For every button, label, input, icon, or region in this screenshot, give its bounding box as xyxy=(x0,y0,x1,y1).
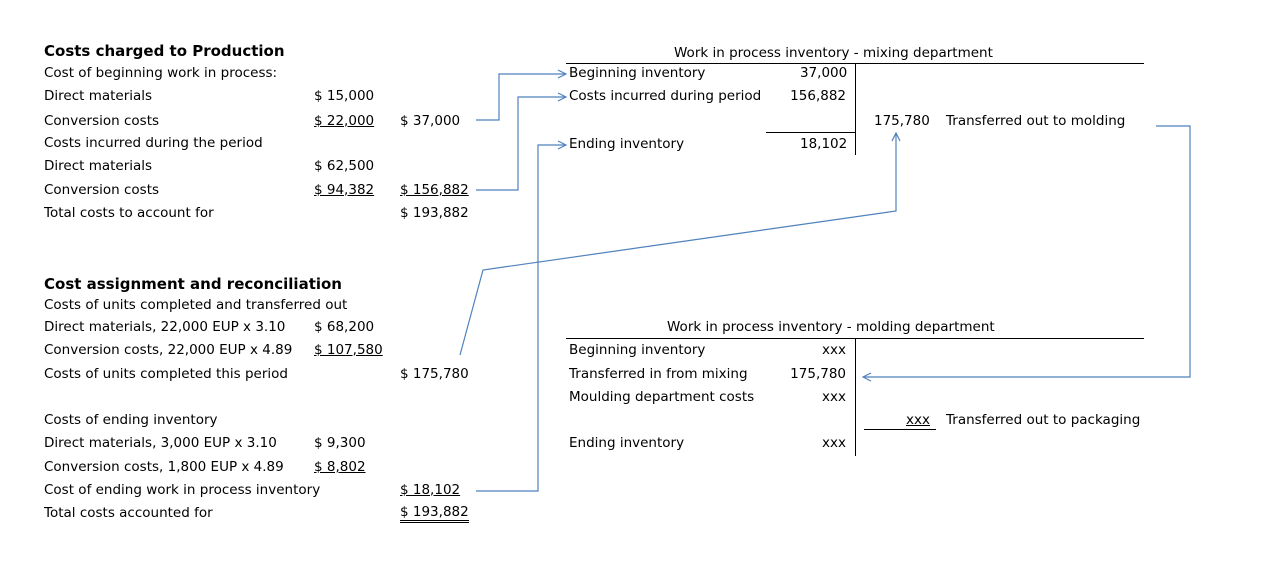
ending-dm-label: Direct materials, 3,000 EUP x 3.10 xyxy=(44,435,277,451)
ending-dm-value: $ 9,300 xyxy=(314,435,366,451)
mixing-debit-total-rule xyxy=(766,132,855,133)
dm2-label: Direct materials xyxy=(44,158,153,174)
molding-beginning-value: xxx xyxy=(822,342,846,358)
arrow-ending-inventory xyxy=(476,145,566,492)
completed-header: Costs of units completed and transferred… xyxy=(44,297,348,313)
accounted-total-label: Total costs accounted for xyxy=(44,505,213,521)
molding-out-value: xxx xyxy=(906,412,930,428)
cc-value: $ 22,000 xyxy=(314,113,375,129)
completed-label: Costs of units completed this period xyxy=(44,366,288,382)
cc-label: Conversion costs xyxy=(44,113,160,129)
mixing-beginning-value: 37,000 xyxy=(800,65,848,81)
molding-out-rule xyxy=(864,429,936,430)
mixing-title: Work in process inventory - mixing depar… xyxy=(674,45,993,61)
completed-cc-value: $ 107,580 xyxy=(314,342,383,358)
completed-value: $ 175,780 xyxy=(400,366,469,382)
mixing-beginning-label: Beginning inventory xyxy=(569,65,706,81)
molding-dept-costs-label: Moulding department costs xyxy=(569,389,755,405)
cc2-label: Conversion costs xyxy=(44,182,160,198)
ending-cc-label: Conversion costs, 1,800 EUP x 4.89 xyxy=(44,459,284,475)
arrow-costs-incurred xyxy=(476,97,566,191)
accounted-total-value: $ 193,882 xyxy=(400,504,469,523)
total-label: Total costs to account for xyxy=(44,205,214,221)
mixing-ending-value: 18,102 xyxy=(800,136,848,152)
ending-label: Cost of ending work in process inventory xyxy=(44,482,321,498)
mixing-center-rule xyxy=(855,63,856,155)
completed-cc-label: Conversion costs, 22,000 EUP x 4.89 xyxy=(44,342,293,358)
incurred-header: Costs incurred during the period xyxy=(44,135,263,151)
molding-title: Work in process inventory - molding depa… xyxy=(667,319,995,335)
dm-label: Direct materials xyxy=(44,88,153,104)
ending-cc-value: $ 8,802 xyxy=(314,459,366,475)
section-title: Cost assignment and reconciliation xyxy=(44,275,342,293)
total-value: $ 193,882 xyxy=(400,205,469,221)
completed-dm-value: $ 68,200 xyxy=(314,319,375,335)
cc2-value: $ 94,382 xyxy=(314,182,375,198)
molding-dept-costs-value: xxx xyxy=(822,389,846,405)
beginning-wip-header: Cost of beginning work in process: xyxy=(44,65,278,81)
molding-center-rule xyxy=(855,338,856,456)
incurred-total: $ 156,882 xyxy=(400,182,469,198)
arrow-transferred-out xyxy=(459,133,896,356)
molding-transferred-in-value: 175,780 xyxy=(790,366,846,382)
completed-dm-label: Direct materials, 22,000 EUP x 3.10 xyxy=(44,319,286,335)
ending-header: Costs of ending inventory xyxy=(44,412,218,428)
molding-ending-label: Ending inventory xyxy=(569,435,685,451)
mixing-incurred-label: Costs incurred during period xyxy=(569,88,762,104)
mixing-transferred-label: Transferred out to molding xyxy=(946,113,1126,129)
molding-transferred-in-label: Transferred in from mixing xyxy=(569,366,748,382)
molding-ending-value: xxx xyxy=(822,435,846,451)
molding-out-label: Transferred out to packaging xyxy=(946,412,1141,428)
section-title: Costs charged to Production xyxy=(44,42,285,60)
arrow-transferred-in xyxy=(863,125,1191,377)
mixing-transferred-value: 175,780 xyxy=(874,113,930,129)
mixing-incurred-value: 156,882 xyxy=(790,88,846,104)
mixing-ending-label: Ending inventory xyxy=(569,136,685,152)
dm-value: $ 15,000 xyxy=(314,88,375,104)
molding-beginning-label: Beginning inventory xyxy=(569,342,706,358)
arrow-beginning-inventory xyxy=(476,74,566,121)
ending-value: $ 18,102 xyxy=(400,482,461,498)
beginning-total: $ 37,000 xyxy=(400,113,461,129)
dm2-value: $ 62,500 xyxy=(314,158,375,174)
